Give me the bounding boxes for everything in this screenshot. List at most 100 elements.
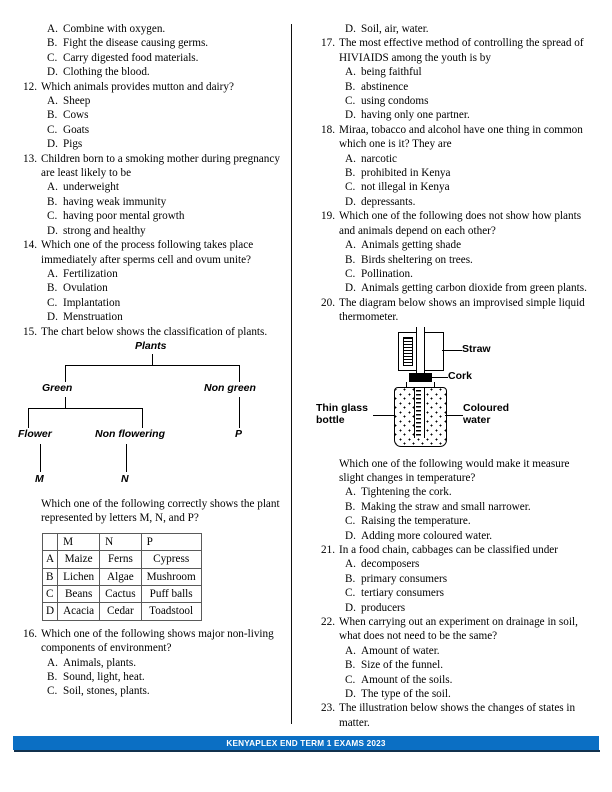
question-number: 18.: [321, 123, 335, 136]
tree-edge: [126, 443, 127, 472]
option-row: A. Tightening the cork.: [316, 485, 588, 499]
option-text: Size of the funnel.: [361, 659, 444, 672]
question-number: 15.: [23, 325, 37, 338]
table-cell: Maize: [57, 550, 101, 569]
table-header-m: M: [57, 532, 101, 552]
option-letter: B.: [47, 195, 58, 208]
thin-glass-bottle: [394, 386, 447, 447]
option-letter: C.: [345, 95, 356, 108]
option-row: B. Birds sheltering on trees.: [316, 253, 588, 267]
option-text: Sound, light, heat.: [63, 671, 145, 683]
option-text: Amount of water.: [361, 644, 440, 657]
tree-edge: [65, 364, 240, 366]
option-text: producers: [361, 601, 406, 614]
question-stem-row: 19. Which one of the following does not …: [316, 209, 588, 238]
option-text: having only one partner.: [361, 109, 470, 122]
question-stem-row: 20. The diagram below shows an improvise…: [316, 296, 588, 325]
option-letter: D.: [345, 282, 356, 295]
question-text: The illustration below shows the changes…: [339, 702, 576, 729]
leader-line-thin-glass-bottle: [373, 414, 395, 416]
option-row: D. Soil, air, water.: [316, 22, 588, 36]
option-letter: D.: [47, 311, 58, 324]
option-letter: D.: [345, 529, 356, 542]
option-row: C. Raising the temperature.: [316, 514, 588, 528]
question-stem-row: 17. The most effective method of control…: [316, 36, 588, 65]
table-cell: Ferns: [99, 550, 142, 569]
tree-node-p: P: [235, 427, 243, 440]
option-row: C. Amount of the soils.: [316, 673, 588, 687]
option-row: B. primary consumers: [316, 572, 588, 586]
bottle-neck: [406, 381, 435, 389]
option-text: Carry digested food materials.: [63, 51, 199, 64]
question-text: The chart below shows the classification…: [41, 325, 268, 338]
question-text: Which one of the process following takes…: [41, 239, 254, 266]
option-text: Ovulation: [63, 282, 108, 295]
option-row: A. Amount of water.: [316, 644, 588, 658]
tree-edge: [65, 396, 66, 409]
option-row: A. Combine with oxygen.: [18, 22, 290, 36]
question-21: 21. In a food chain, cabbages can be cla…: [316, 543, 588, 615]
option-row: C. using condoms: [316, 94, 588, 108]
option-row: D. Animals getting carbon dioxide from g…: [316, 281, 588, 295]
option-letter: A.: [345, 66, 356, 79]
option-row: B. abstinence: [316, 80, 588, 94]
question-number: 12.: [23, 80, 37, 93]
plant-answer-table: M N P A Maize Ferns Cypress B Lichen: [41, 532, 202, 621]
option-letter: C.: [47, 210, 58, 223]
table-cell: Mushroom: [140, 567, 202, 586]
tree-edge: [239, 364, 240, 382]
table-row: C Beans Cactus Puff balls: [41, 584, 202, 604]
option-letter: A.: [47, 181, 58, 194]
option-letter: B.: [345, 500, 356, 513]
table-row-label: D: [41, 602, 59, 621]
tree-node-n: N: [121, 472, 129, 485]
option-text: having weak immunity: [63, 195, 167, 208]
option-text: Raising the temperature.: [361, 515, 471, 528]
table-cell: Puff balls: [140, 584, 202, 604]
option-row: B. Making the straw and small narrower.: [316, 500, 588, 514]
option-row: D. depressants.: [316, 195, 588, 209]
column-divider: [291, 24, 292, 724]
question-stem-row: 23. The illustration below shows the cha…: [316, 701, 588, 730]
option-letter: C.: [345, 515, 356, 528]
table-row-label: A: [41, 550, 59, 569]
option-row: D. strong and healthy: [18, 224, 290, 238]
option-text: depressants.: [361, 195, 416, 208]
question-text: The diagram below shows an improvised si…: [339, 296, 585, 324]
option-row: C. having poor mental growth: [18, 209, 290, 223]
option-text: abstinence: [361, 80, 409, 93]
option-row: A. Fertilization: [18, 267, 290, 281]
option-letter: C.: [47, 685, 58, 698]
table-cell: Cactus: [99, 584, 142, 604]
question-stem-row: 15. The chart below shows the classifica…: [18, 325, 290, 339]
option-letter: A.: [345, 644, 356, 657]
table-row: B Lichen Algae Mushroom: [41, 567, 202, 586]
question-number: 20.: [321, 296, 335, 309]
table-cell: Toadstool: [140, 602, 202, 621]
option-row: B. Ovulation: [18, 281, 290, 295]
question-15: 15. The chart below shows the classifica…: [18, 325, 290, 621]
question-20-followup: Which one of the following would make it…: [339, 457, 570, 484]
leader-line-coloured-water: [445, 414, 463, 416]
option-text: underweight: [63, 181, 119, 194]
question-text: Miraa, tobacco and alcohol have one thin…: [339, 123, 583, 151]
option-text: Amount of the soils.: [361, 673, 453, 686]
option-letter: A.: [47, 656, 58, 669]
option-text: tertiary consumers: [361, 587, 444, 600]
question-stem-row: 22. When carrying out an experiment on d…: [316, 615, 588, 644]
option-text: Menstruation: [63, 311, 123, 324]
plant-classification-tree-diagram: Plants Green Non green: [18, 340, 286, 493]
orphan-options-group: A. Combine with oxygen. B. Fight the dis…: [18, 22, 290, 80]
option-row: D. Clothing the blood.: [18, 65, 290, 79]
question-19: 19. Which one of the following does not …: [316, 209, 588, 295]
option-letter: B.: [47, 282, 58, 295]
question-number: 14.: [23, 239, 37, 252]
option-row: A. underweight: [18, 180, 290, 194]
option-row: C. Implantation: [18, 296, 290, 310]
option-row: B. Sound, light, heat.: [18, 670, 290, 684]
straw-tube: [416, 326, 425, 375]
option-text: Tightening the cork.: [361, 486, 452, 499]
question-20: 20. The diagram below shows an improvise…: [316, 296, 588, 543]
question-number: 22.: [321, 616, 335, 628]
